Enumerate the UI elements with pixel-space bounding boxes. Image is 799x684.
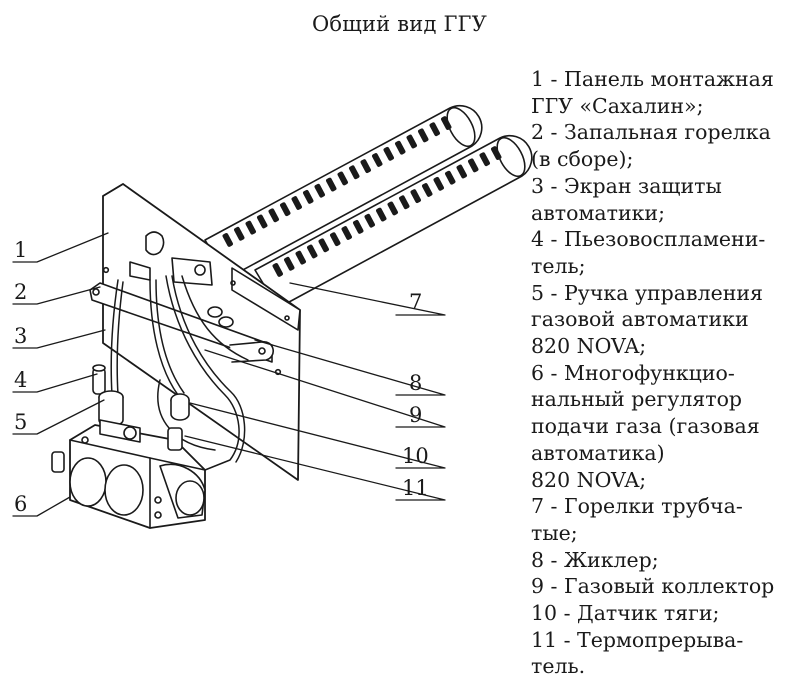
- legend-item-line: тель;: [531, 253, 586, 278]
- legend-item-line: газовой автоматики: [531, 307, 749, 332]
- legend-item-line: 7 - Горелки трубча-: [531, 494, 743, 519]
- legend-item-line: 2 - Запальная горелка: [531, 120, 771, 145]
- legend-item-line: автоматика): [531, 440, 665, 465]
- callout-6: 6: [14, 492, 28, 516]
- callout-9: 9: [409, 403, 423, 427]
- legend-item-line: 10 - Датчик тяги;: [531, 601, 720, 626]
- legend-item-line: (в сборе);: [531, 147, 634, 172]
- legend-item-line: подачи газа (газовая: [531, 414, 760, 439]
- callout-2: 2: [14, 280, 28, 304]
- gas-regulator-820-nova: [51, 419, 206, 529]
- burner-slot: [222, 233, 233, 247]
- piezo-igniter: [92, 364, 106, 395]
- legend-item-line: 4 - Пьезовоспламени-: [531, 227, 766, 252]
- diagram-title: Общий вид ГГУ: [311, 12, 488, 36]
- burner-slot: [341, 226, 352, 240]
- burner-slots-lower: [272, 146, 502, 277]
- burner-slot: [399, 195, 410, 210]
- burner-slot: [295, 250, 306, 265]
- burner-slot: [410, 189, 421, 204]
- burner-slot: [326, 177, 337, 192]
- burner-slot: [360, 159, 371, 174]
- draft-sensor: [170, 393, 190, 421]
- burner-slot: [234, 226, 245, 241]
- legend-item-line: 9 - Газовый коллектор: [531, 574, 775, 599]
- burner-slot: [349, 165, 360, 180]
- legend-item-line: автоматики;: [531, 200, 666, 225]
- legend-item: 10 - Датчик тяги;: [531, 600, 793, 627]
- burner-slot: [364, 213, 375, 228]
- legend-item: 2 - Запальная горелка(в сборе);: [531, 119, 793, 172]
- burner-slot: [272, 263, 283, 277]
- burner-slot: [422, 183, 433, 197]
- legend-item-line: тые;: [531, 520, 578, 545]
- leader-lines: [12, 232, 446, 517]
- legend-item-line: 6 - Многофункцио-: [531, 360, 735, 385]
- burner-slot: [307, 244, 318, 259]
- burner-slot: [330, 232, 341, 247]
- burner-slot: [387, 201, 398, 216]
- legend-item: 9 - Газовый коллектор: [531, 573, 793, 600]
- legend-item-line: 820 NOVA;: [531, 334, 647, 359]
- burner-slot: [456, 164, 467, 179]
- burner-slot: [291, 196, 302, 210]
- burner-slot: [353, 219, 364, 234]
- legend-item: 7 - Горелки трубча-тые;: [531, 493, 793, 546]
- burner-slot: [376, 207, 387, 222]
- burner-slot: [314, 183, 325, 198]
- burner-slot: [245, 220, 256, 235]
- pilot-burner-assembly: [129, 257, 234, 328]
- burner-slot: [441, 116, 452, 130]
- legend-item-line: 5 - Ручка управления: [531, 280, 763, 305]
- callout-4: 4: [14, 368, 28, 392]
- burner-slot: [406, 134, 417, 149]
- callout-5: 5: [14, 410, 28, 434]
- burner-slot: [479, 152, 490, 167]
- burner-slot: [268, 208, 279, 223]
- burner-slot: [429, 122, 440, 137]
- burner-slot: [491, 146, 502, 160]
- legend-item: 11 - Термопрерыва-тель.: [531, 627, 793, 680]
- legend-item: 8 - Жиклер;: [531, 547, 793, 574]
- callout-10: 10: [402, 444, 429, 468]
- burner-slot: [468, 158, 479, 173]
- legend-item-line: 8 - Жиклер;: [531, 547, 659, 572]
- burner-slot: [337, 171, 348, 186]
- tubular-burner-upper: [204, 104, 483, 279]
- thermal-cutoff: [167, 427, 183, 451]
- legend-item-line: 11 - Термопрерыва-: [531, 627, 744, 652]
- burner-slot: [318, 238, 329, 253]
- legend-item-line: нальный регулятор: [531, 387, 743, 412]
- legend-item-line: ГГУ «Сахалин»;: [531, 93, 704, 118]
- callout-8: 8: [409, 371, 423, 395]
- legend-item-line: 3 - Экран защиты: [531, 173, 722, 198]
- burner-slot: [372, 153, 383, 167]
- legend-item-line: тель.: [531, 654, 586, 679]
- burner-slot: [383, 146, 394, 161]
- legend-item-line: 1 - Панель монтажная: [531, 67, 774, 91]
- callout-7: 7: [409, 290, 423, 314]
- burner-slot: [433, 176, 444, 191]
- callout-3: 3: [14, 324, 28, 348]
- tubular-burner-lower: [254, 134, 533, 309]
- burner-slots-upper: [222, 116, 452, 247]
- callout-11: 11: [402, 476, 429, 500]
- burner-slot: [284, 256, 295, 271]
- legend-item-line: 820 NOVA;: [531, 467, 647, 492]
- legend-item: 4 - Пьезовоспламени-тель;: [531, 226, 793, 279]
- burner-slot: [418, 128, 429, 143]
- burner-slot: [280, 202, 291, 217]
- burner-slot: [445, 170, 456, 185]
- callout-1: 1: [14, 238, 28, 262]
- burner-slot: [395, 140, 406, 155]
- burner-slot: [257, 214, 268, 229]
- burner-slot: [303, 189, 314, 204]
